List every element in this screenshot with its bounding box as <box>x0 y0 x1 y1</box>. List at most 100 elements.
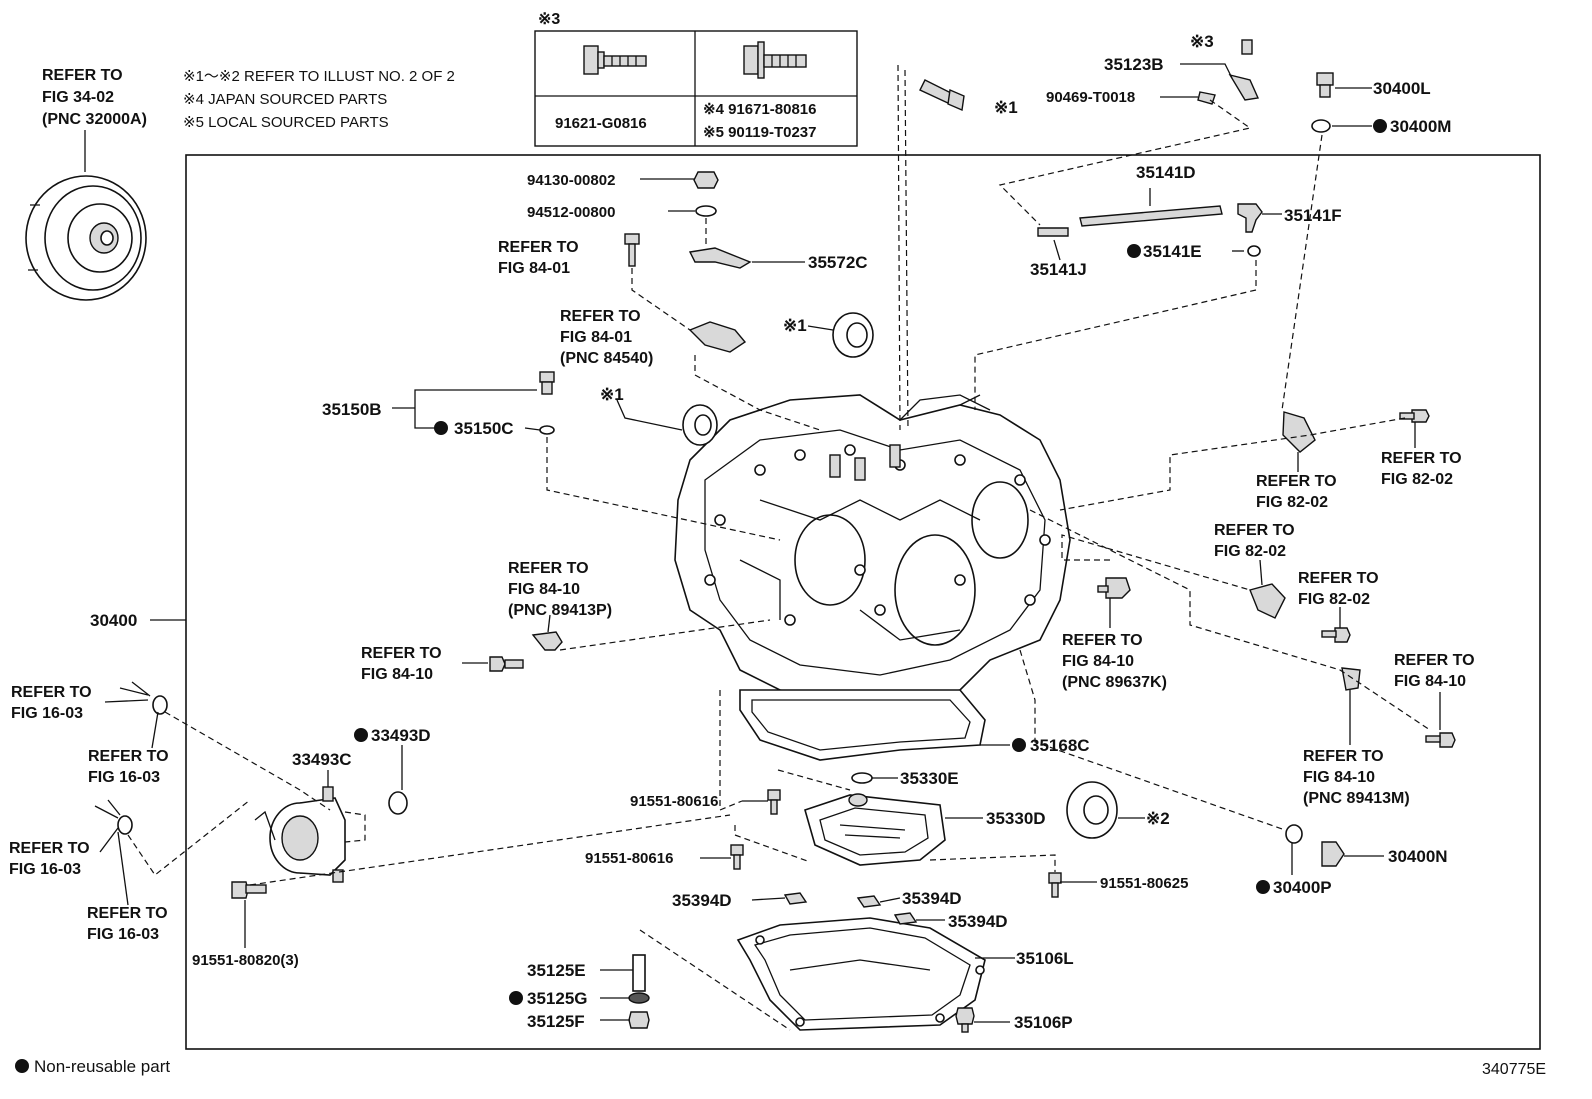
washer-bolt-icon <box>743 41 807 79</box>
bolt-part-90119[interactable]: ※5 90119-T0237 <box>703 124 817 141</box>
torque-converter-drawing <box>25 175 147 301</box>
refer-84-10-left-fig: FIG 84-10 <box>361 666 433 683</box>
non-reusable-dot <box>509 991 523 1005</box>
part-35394d-c[interactable]: 35394D <box>948 912 1008 931</box>
notes: ※1～※2 REFER TO ILLUST NO. 2 OF 2 ※4 JAPA… <box>183 68 455 131</box>
flange-bolt-icon <box>583 45 647 75</box>
refer-16-03-a[interactable]: REFER TO <box>11 684 92 701</box>
refer-84-01-a[interactable]: REFER TO <box>498 239 579 256</box>
small-parts <box>94 39 1456 1033</box>
non-reusable-dot <box>1373 119 1387 133</box>
non-reusable-dot <box>354 728 368 742</box>
refer-16-03-b[interactable]: REFER TO <box>88 748 169 765</box>
refer-82-02-d[interactable]: REFER TO <box>1298 570 1379 587</box>
refer-82-02-c[interactable]: REFER TO <box>1214 522 1295 539</box>
refer-16-03-b-fig: FIG 16-03 <box>88 769 160 786</box>
mark-2: ※2 <box>1146 809 1170 828</box>
part-91551-80616-b[interactable]: 91551-80616 <box>585 850 673 867</box>
refer-84-10-89413p-pnc: (PNC 89413P) <box>508 602 612 619</box>
part-35572c[interactable]: 35572C <box>808 253 868 272</box>
note-4: ※4 JAPAN SOURCED PARTS <box>183 91 387 108</box>
refer-84-10-89637k-pnc: (PNC 89637K) <box>1062 674 1167 691</box>
part-91551-80820[interactable]: 91551-80820(3) <box>192 952 299 969</box>
part-35330e[interactable]: 35330E <box>900 769 959 788</box>
refer-82-02-d-fig: FIG 82-02 <box>1298 591 1370 608</box>
part-30400p[interactable]: 30400P <box>1273 878 1332 897</box>
oil-strainer-drawing <box>804 793 946 866</box>
non-reusable-dot <box>1256 880 1270 894</box>
part-35125f[interactable]: 35125F <box>527 1012 585 1031</box>
refer-16-03-d-fig: FIG 16-03 <box>87 926 159 943</box>
refer-84-10-89637k-fig: FIG 84-10 <box>1062 653 1134 670</box>
part-33493d[interactable]: 33493D <box>371 726 431 745</box>
refer-84-10-right[interactable]: REFER TO <box>1394 652 1475 669</box>
refer-84-10-89413p[interactable]: REFER TO <box>508 560 589 577</box>
part-94512-00800[interactable]: 94512-00800 <box>527 204 615 221</box>
part-35125g[interactable]: 35125G <box>527 989 588 1008</box>
part-35394d-a[interactable]: 35394D <box>672 891 732 910</box>
refer-84-10-right-fig: FIG 84-10 <box>1394 673 1466 690</box>
part-35125e[interactable]: 35125E <box>527 961 586 980</box>
refer-pnc: (PNC 32000A) <box>42 111 147 128</box>
part-30400[interactable]: 30400 <box>90 611 137 630</box>
non-reusable-dot <box>15 1059 29 1073</box>
non-reusable-dot <box>1012 738 1026 752</box>
refer-84-10-89637k[interactable]: REFER TO <box>1062 632 1143 649</box>
part-35123b[interactable]: 35123B <box>1104 55 1164 74</box>
refer-82-02-a-fig: FIG 82-02 <box>1256 494 1328 511</box>
non-reusable-dot <box>434 421 448 435</box>
mark-1-bolt: ※1 <box>994 98 1018 117</box>
part-35330d[interactable]: 35330D <box>986 809 1046 828</box>
torque-converter-reference[interactable]: REFER TO FIG 34-02 (PNC 32000A) <box>42 67 147 128</box>
part-94130-00802[interactable]: 94130-00802 <box>527 172 615 189</box>
transmission-case-drawing <box>674 394 1071 761</box>
part-35141j[interactable]: 35141J <box>1030 260 1087 279</box>
part-labels: 30400 94130-00802 94512-00800 35572C REF… <box>9 32 1475 1032</box>
part-33493c[interactable]: 33493C <box>292 750 352 769</box>
legend-label: Non-reusable part <box>34 1057 170 1076</box>
refer-84-10-left[interactable]: REFER TO <box>361 645 442 662</box>
refer-84-10-89413m[interactable]: REFER TO <box>1303 748 1384 765</box>
mark-1-right-seal: ※1 <box>783 316 807 335</box>
refer-82-02-c-fig: FIG 82-02 <box>1214 543 1286 560</box>
refer-16-03-d[interactable]: REFER TO <box>87 905 168 922</box>
assembly-frame <box>185 154 1541 1050</box>
part-35141d[interactable]: 35141D <box>1136 163 1196 182</box>
bolt-part-91671[interactable]: ※4 91671-80816 <box>703 101 817 118</box>
part-30400l[interactable]: 30400L <box>1373 79 1431 98</box>
part-91551-80616-a[interactable]: 91551-80616 <box>630 793 718 810</box>
part-91551-80625[interactable]: 91551-80625 <box>1100 875 1188 892</box>
part-35394d-b[interactable]: 35394D <box>902 889 962 908</box>
part-35150c[interactable]: 35150C <box>454 419 514 438</box>
refer-84-01-b[interactable]: REFER TO <box>560 308 641 325</box>
part-35141e[interactable]: 35141E <box>1143 242 1202 261</box>
non-reusable-dot <box>1127 244 1141 258</box>
refer-82-02-b[interactable]: REFER TO <box>1381 450 1462 467</box>
refer-84-01-b-fig: FIG 84-01 <box>560 329 632 346</box>
note-1: ※1～※2 REFER TO ILLUST NO. 2 OF 2 <box>183 68 455 85</box>
part-30400m[interactable]: 30400M <box>1390 117 1451 136</box>
part-35150b[interactable]: 35150B <box>322 400 382 419</box>
part-35106l[interactable]: 35106L <box>1016 949 1074 968</box>
bolt-part-91621[interactable]: 91621-G0816 <box>555 115 647 132</box>
part-35106p[interactable]: 35106P <box>1014 1013 1073 1032</box>
refer-82-02-a[interactable]: REFER TO <box>1256 473 1337 490</box>
refer-84-10-89413m-pnc: (PNC 89413M) <box>1303 790 1410 807</box>
part-35141f[interactable]: 35141F <box>1284 206 1342 225</box>
leader-lines <box>99 63 1441 1023</box>
part-90469-t0018[interactable]: 90469-T0018 <box>1046 89 1135 106</box>
refer-82-02-b-fig: FIG 82-02 <box>1381 471 1453 488</box>
refer-84-10-89413m-fig: FIG 84-10 <box>1303 769 1375 786</box>
part-35168c[interactable]: 35168C <box>1030 736 1090 755</box>
refer-16-03-c[interactable]: REFER TO <box>9 840 90 857</box>
refer-84-01-b-pnc: (PNC 84540) <box>560 350 653 367</box>
mark-1-left-seal: ※1 <box>600 385 624 404</box>
part-30400n[interactable]: 30400N <box>1388 847 1448 866</box>
mark-3: ※3 <box>1190 32 1214 51</box>
refer-label: REFER TO <box>42 67 123 84</box>
refer-84-10-89413p-fig: FIG 84-10 <box>508 581 580 598</box>
note-5: ※5 LOCAL SOURCED PARTS <box>183 114 389 131</box>
oil-pan-drawing <box>736 917 986 1031</box>
illustration-id: 340775E <box>1482 1061 1546 1078</box>
